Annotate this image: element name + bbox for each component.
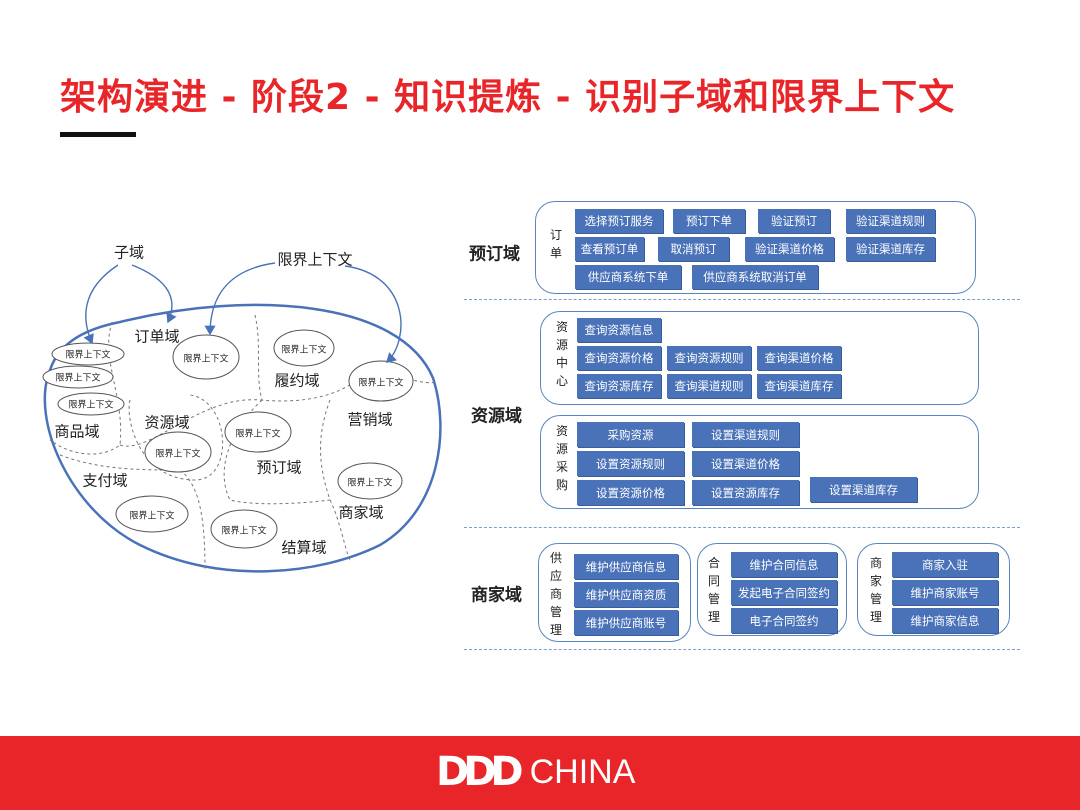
maintain-supplier-info-button[interactable]: 维护供应商信息 xyxy=(574,554,678,579)
product-domain-label: 商品域 xyxy=(54,422,100,441)
logo-text: CHINA xyxy=(529,752,636,791)
select-booking-service-button[interactable]: 选择预订服务 xyxy=(575,209,663,233)
context-ellipse xyxy=(115,495,189,533)
context-label: 限界上下文 xyxy=(55,373,101,384)
subdomain-arrow xyxy=(131,264,177,324)
logo-mark: DDD xyxy=(436,749,524,795)
set-resource-rule-button[interactable]: 设置资源规则 xyxy=(577,451,684,476)
bounded-context-callout-label: 限界上下文 xyxy=(277,250,353,269)
set-resource-price-button[interactable]: 设置资源价格 xyxy=(577,480,684,505)
context-ellipse xyxy=(348,360,414,402)
payment-domain-label: 支付域 xyxy=(82,471,128,490)
context-label: 限界上下文 xyxy=(358,378,404,389)
ddd-china-logo: DDD CHINA xyxy=(436,749,636,795)
maintain-supplier-qualification-button[interactable]: 维护供应商资质 xyxy=(574,582,678,607)
resource-purchase-label-text: 资源采购 xyxy=(556,424,569,492)
context-ellipse xyxy=(57,392,125,416)
context-ellipse xyxy=(42,365,114,389)
view-booking-order-button[interactable]: 查看预订单 xyxy=(575,237,644,261)
maintain-supplier-account-button[interactable]: 维护供应商账号 xyxy=(574,610,678,635)
context-ellipse xyxy=(144,431,212,473)
maintain-merchant-account-button[interactable]: 维护商家账号 xyxy=(892,580,998,605)
context-label: 限界上下文 xyxy=(221,526,267,537)
resource-center-label: 资源中心 xyxy=(552,318,572,390)
context-label: 限界上下文 xyxy=(235,429,281,440)
context-label: 限界上下文 xyxy=(129,511,175,522)
section-separator xyxy=(464,299,1020,300)
query-resource-price-button[interactable]: 查询资源价格 xyxy=(577,346,661,370)
resource-center-label-text: 资源中心 xyxy=(556,320,569,388)
supplier-management-label: 供应商管理 xyxy=(546,549,566,639)
merchant-management-label-text: 商家管理 xyxy=(870,556,883,624)
context-label: 限界上下文 xyxy=(65,350,111,361)
settlement-domain-label: 结算域 xyxy=(281,538,327,557)
supplier-management-label-text: 供应商管理 xyxy=(550,551,563,637)
footer-bar xyxy=(0,736,1080,810)
context-arrow xyxy=(204,262,276,336)
fulfillment-domain-label: 履约域 xyxy=(274,371,320,390)
context-ellipse xyxy=(210,509,278,549)
query-channel-stock-button[interactable]: 查询渠道库存 xyxy=(757,374,841,398)
subdomain-arrow xyxy=(83,264,119,345)
query-resource-rule-button[interactable]: 查询资源规则 xyxy=(667,346,751,370)
merchant-management-label: 商家管理 xyxy=(866,554,886,626)
resource-section-label: 资源域 xyxy=(471,406,522,427)
maintain-contract-info-button[interactable]: 维护合同信息 xyxy=(731,552,837,577)
order-group-label: 订单 xyxy=(546,226,566,262)
resource-domain-label: 资源域 xyxy=(144,413,190,432)
initiate-e-contract-signing-button[interactable]: 发起电子合同签约 xyxy=(731,580,837,605)
set-resource-stock-button[interactable]: 设置资源库存 xyxy=(692,480,799,505)
order-domain-label: 订单域 xyxy=(134,327,180,346)
supplier-system-order-button[interactable]: 供应商系统下单 xyxy=(575,265,681,289)
contract-management-label: 合同管理 xyxy=(704,554,724,626)
purchase-resource-button[interactable]: 采购资源 xyxy=(577,422,684,447)
set-channel-price-button[interactable]: 设置渠道价格 xyxy=(692,451,799,476)
verify-channel-price-button[interactable]: 验证渠道价格 xyxy=(745,237,834,261)
core-boundary xyxy=(43,303,442,573)
context-label: 限界上下文 xyxy=(183,354,229,365)
order-group-label-text: 订单 xyxy=(550,228,563,260)
title-underline xyxy=(60,132,136,137)
supplier-system-cancel-order-button[interactable]: 供应商系统取消订单 xyxy=(692,265,818,289)
page-title: 架构演进 - 阶段2 - 知识提炼 - 识别子域和限界上下文 xyxy=(60,77,956,118)
query-resource-info-button[interactable]: 查询资源信息 xyxy=(577,318,661,342)
section-separator xyxy=(464,649,1020,650)
merchant-domain-label: 商家域 xyxy=(338,503,384,522)
context-label: 限界上下文 xyxy=(281,345,327,356)
section-separator xyxy=(464,527,1020,528)
cancel-booking-button[interactable]: 取消预订 xyxy=(658,237,729,261)
subdomain-callout-label: 子域 xyxy=(113,243,145,262)
context-ellipse xyxy=(224,411,292,453)
maintain-merchant-info-button[interactable]: 维护商家信息 xyxy=(892,608,998,633)
booking-section-label: 预订域 xyxy=(469,244,520,265)
resource-purchase-label: 资源采购 xyxy=(552,422,572,494)
context-ellipse xyxy=(337,462,403,500)
contract-management-label-text: 合同管理 xyxy=(708,556,721,624)
query-resource-stock-button[interactable]: 查询资源库存 xyxy=(577,374,661,398)
context-label: 限界上下文 xyxy=(155,449,201,460)
merchant-onboarding-button[interactable]: 商家入驻 xyxy=(892,552,998,577)
verify-booking-button[interactable]: 验证预订 xyxy=(758,209,830,233)
merchant-section-label: 商家域 xyxy=(471,585,522,606)
booking-domain-label: 预订域 xyxy=(256,458,302,477)
e-contract-signing-button[interactable]: 电子合同签约 xyxy=(731,608,837,633)
set-channel-stock-button[interactable]: 设置渠道库存 xyxy=(810,477,917,502)
query-channel-price-button[interactable]: 查询渠道价格 xyxy=(757,346,841,370)
verify-channel-rule-button[interactable]: 验证渠道规则 xyxy=(846,209,935,233)
query-channel-rule-button[interactable]: 查询渠道规则 xyxy=(667,374,751,398)
context-label: 限界上下文 xyxy=(68,400,114,411)
context-arrow xyxy=(344,265,402,363)
marketing-domain-label: 营销域 xyxy=(347,410,393,429)
verify-channel-stock-button[interactable]: 验证渠道库存 xyxy=(846,237,935,261)
context-ellipse xyxy=(273,329,335,367)
context-label: 限界上下文 xyxy=(347,478,393,489)
set-channel-rule-button[interactable]: 设置渠道规则 xyxy=(692,422,799,447)
booking-place-order-button[interactable]: 预订下单 xyxy=(673,209,745,233)
